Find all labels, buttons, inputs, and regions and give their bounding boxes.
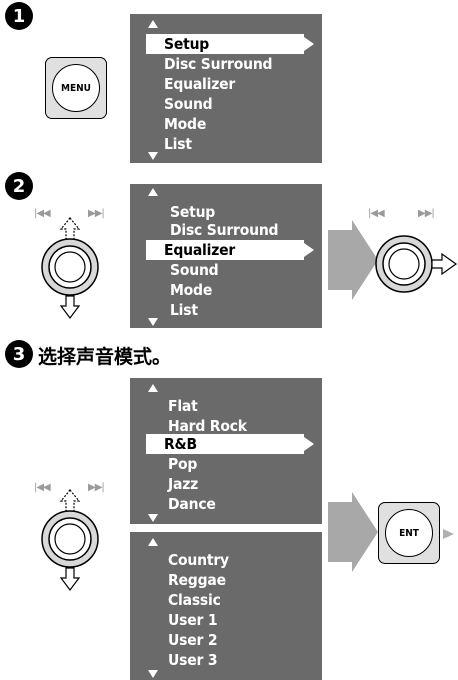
menu-item-mode[interactable]: Mode bbox=[164, 115, 207, 133]
ent-button-face: ENT bbox=[385, 509, 433, 557]
scroll-down-icon bbox=[148, 670, 158, 678]
menu-panel-4: Country Reggae Classic User 1 User 2 Use… bbox=[130, 532, 322, 680]
menu-item-flat[interactable]: Flat bbox=[168, 397, 198, 415]
scroll-up-icon bbox=[148, 20, 158, 28]
ent-button[interactable]: ENT bbox=[378, 502, 440, 564]
menu-item-country[interactable]: Country bbox=[168, 551, 229, 569]
step-2-badge: 2 bbox=[5, 172, 33, 200]
scroll-down-icon bbox=[148, 318, 158, 326]
menu-item-rnb[interactable]: R&B bbox=[146, 434, 304, 454]
menu-item-mode[interactable]: Mode bbox=[170, 281, 213, 299]
menu-panel-1: Setup Disc Surround Equalizer Sound Mode… bbox=[130, 14, 322, 163]
menu-item-user-1[interactable]: User 1 bbox=[168, 611, 218, 629]
next-step-arrow-icon bbox=[328, 220, 378, 300]
control-dial-icon[interactable] bbox=[30, 484, 110, 594]
menu-item-jazz[interactable]: Jazz bbox=[168, 475, 199, 493]
menu-item-disc-surround[interactable]: Disc Surround bbox=[170, 221, 279, 239]
selection-arrow-icon bbox=[304, 243, 314, 257]
press-indicator-icon bbox=[443, 529, 454, 539]
menu-item-disc-surround[interactable]: Disc Surround bbox=[164, 55, 273, 73]
menu-item-sound[interactable]: Sound bbox=[170, 261, 219, 279]
menu-panel-2: Setup Disc Surround Equalizer Sound Mode… bbox=[130, 184, 322, 328]
menu-panel-3: Flat Hard Rock R&B Pop Jazz Dance bbox=[130, 378, 322, 524]
menu-item-equalizer[interactable]: Equalizer bbox=[164, 75, 236, 93]
selection-arrow-icon bbox=[304, 437, 314, 451]
next-step-arrow-icon bbox=[328, 492, 378, 572]
menu-item-user-2[interactable]: User 2 bbox=[168, 631, 218, 649]
control-dial-icon[interactable] bbox=[30, 212, 110, 322]
menu-button-face: MENU bbox=[52, 64, 100, 112]
menu-item-reggae[interactable]: Reggae bbox=[168, 571, 226, 589]
scroll-up-icon bbox=[148, 538, 158, 546]
control-dial-right-icon[interactable] bbox=[366, 226, 458, 302]
step-1-badge: 1 bbox=[5, 2, 33, 30]
menu-item-dance[interactable]: Dance bbox=[168, 495, 216, 513]
menu-item-sound[interactable]: Sound bbox=[164, 95, 213, 113]
scroll-up-icon bbox=[148, 188, 158, 196]
menu-item-equalizer[interactable]: Equalizer bbox=[146, 240, 304, 260]
menu-item-list[interactable]: List bbox=[170, 301, 198, 319]
menu-item-user-3[interactable]: User 3 bbox=[168, 651, 218, 669]
prev-track-icon: |◀◀ bbox=[34, 208, 51, 219]
menu-button[interactable]: MENU bbox=[45, 57, 107, 119]
scroll-down-icon bbox=[148, 152, 158, 160]
next-track-icon: ▶▶| bbox=[88, 208, 105, 219]
menu-item-setup[interactable]: Setup bbox=[170, 203, 216, 221]
selection-arrow-icon bbox=[304, 37, 314, 51]
menu-item-setup[interactable]: Setup bbox=[146, 34, 304, 54]
menu-item-list[interactable]: List bbox=[164, 135, 192, 153]
prev-track-icon: |◀◀ bbox=[368, 208, 385, 219]
menu-item-pop[interactable]: Pop bbox=[168, 455, 198, 473]
step-3-badge: 3 bbox=[5, 340, 33, 368]
scroll-down-icon bbox=[148, 514, 158, 522]
next-track-icon: ▶▶| bbox=[88, 482, 105, 493]
scroll-up-icon bbox=[148, 384, 158, 392]
prev-track-icon: |◀◀ bbox=[34, 482, 51, 493]
menu-item-hard-rock[interactable]: Hard Rock bbox=[168, 417, 247, 435]
menu-item-classic[interactable]: Classic bbox=[168, 591, 221, 609]
next-track-icon: ▶▶| bbox=[418, 208, 435, 219]
step-3-instruction: 选择声音模式。 bbox=[38, 346, 172, 368]
